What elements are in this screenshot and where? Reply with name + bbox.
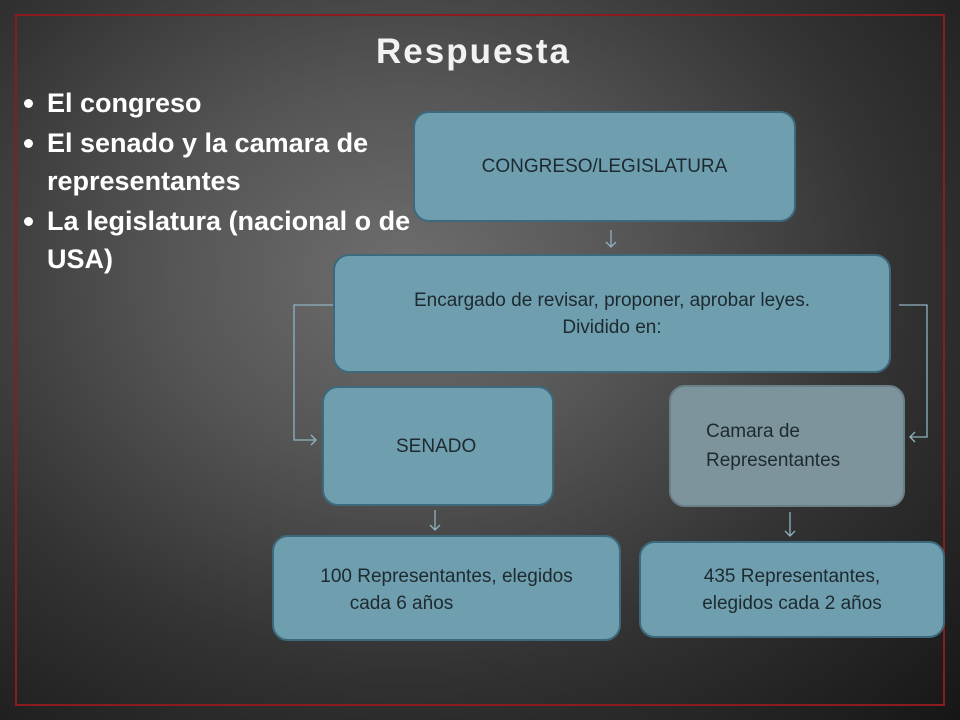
- senado-detail-box: 100 Representantes, elegidos cada 6 años: [272, 535, 621, 641]
- senado-box: SENADO: [322, 386, 554, 506]
- arrowhead: [909, 431, 916, 443]
- bullet-item: El senado y la camara de representantes: [18, 124, 418, 200]
- connector-left-bracket: [293, 304, 333, 441]
- arrowhead: [605, 241, 617, 248]
- bullet-dot-icon: [24, 217, 33, 226]
- arrowhead: [429, 524, 441, 531]
- bullet-list: El congreso El senado y la camara de rep…: [18, 84, 418, 280]
- bullet-item: El congreso: [18, 84, 418, 122]
- bullet-dot-icon: [24, 99, 33, 108]
- arrowhead: [784, 530, 796, 537]
- congreso-box: CONGRESO/LEGISLATURA: [413, 111, 796, 222]
- encargado-box: Encargado de revisar, proponer, aprobar …: [333, 254, 891, 373]
- arrowhead: [310, 434, 317, 446]
- connector-right-bracket: [899, 304, 928, 438]
- camara-box: Camara de Representantes: [669, 385, 905, 507]
- camara-detail-box: 435 Representantes, elegidos cada 2 años: [639, 541, 945, 638]
- bullet-dot-icon: [24, 139, 33, 148]
- slide-title: Respuesta: [376, 32, 572, 71]
- bullet-item: La legislatura (nacional o de USA): [18, 202, 418, 278]
